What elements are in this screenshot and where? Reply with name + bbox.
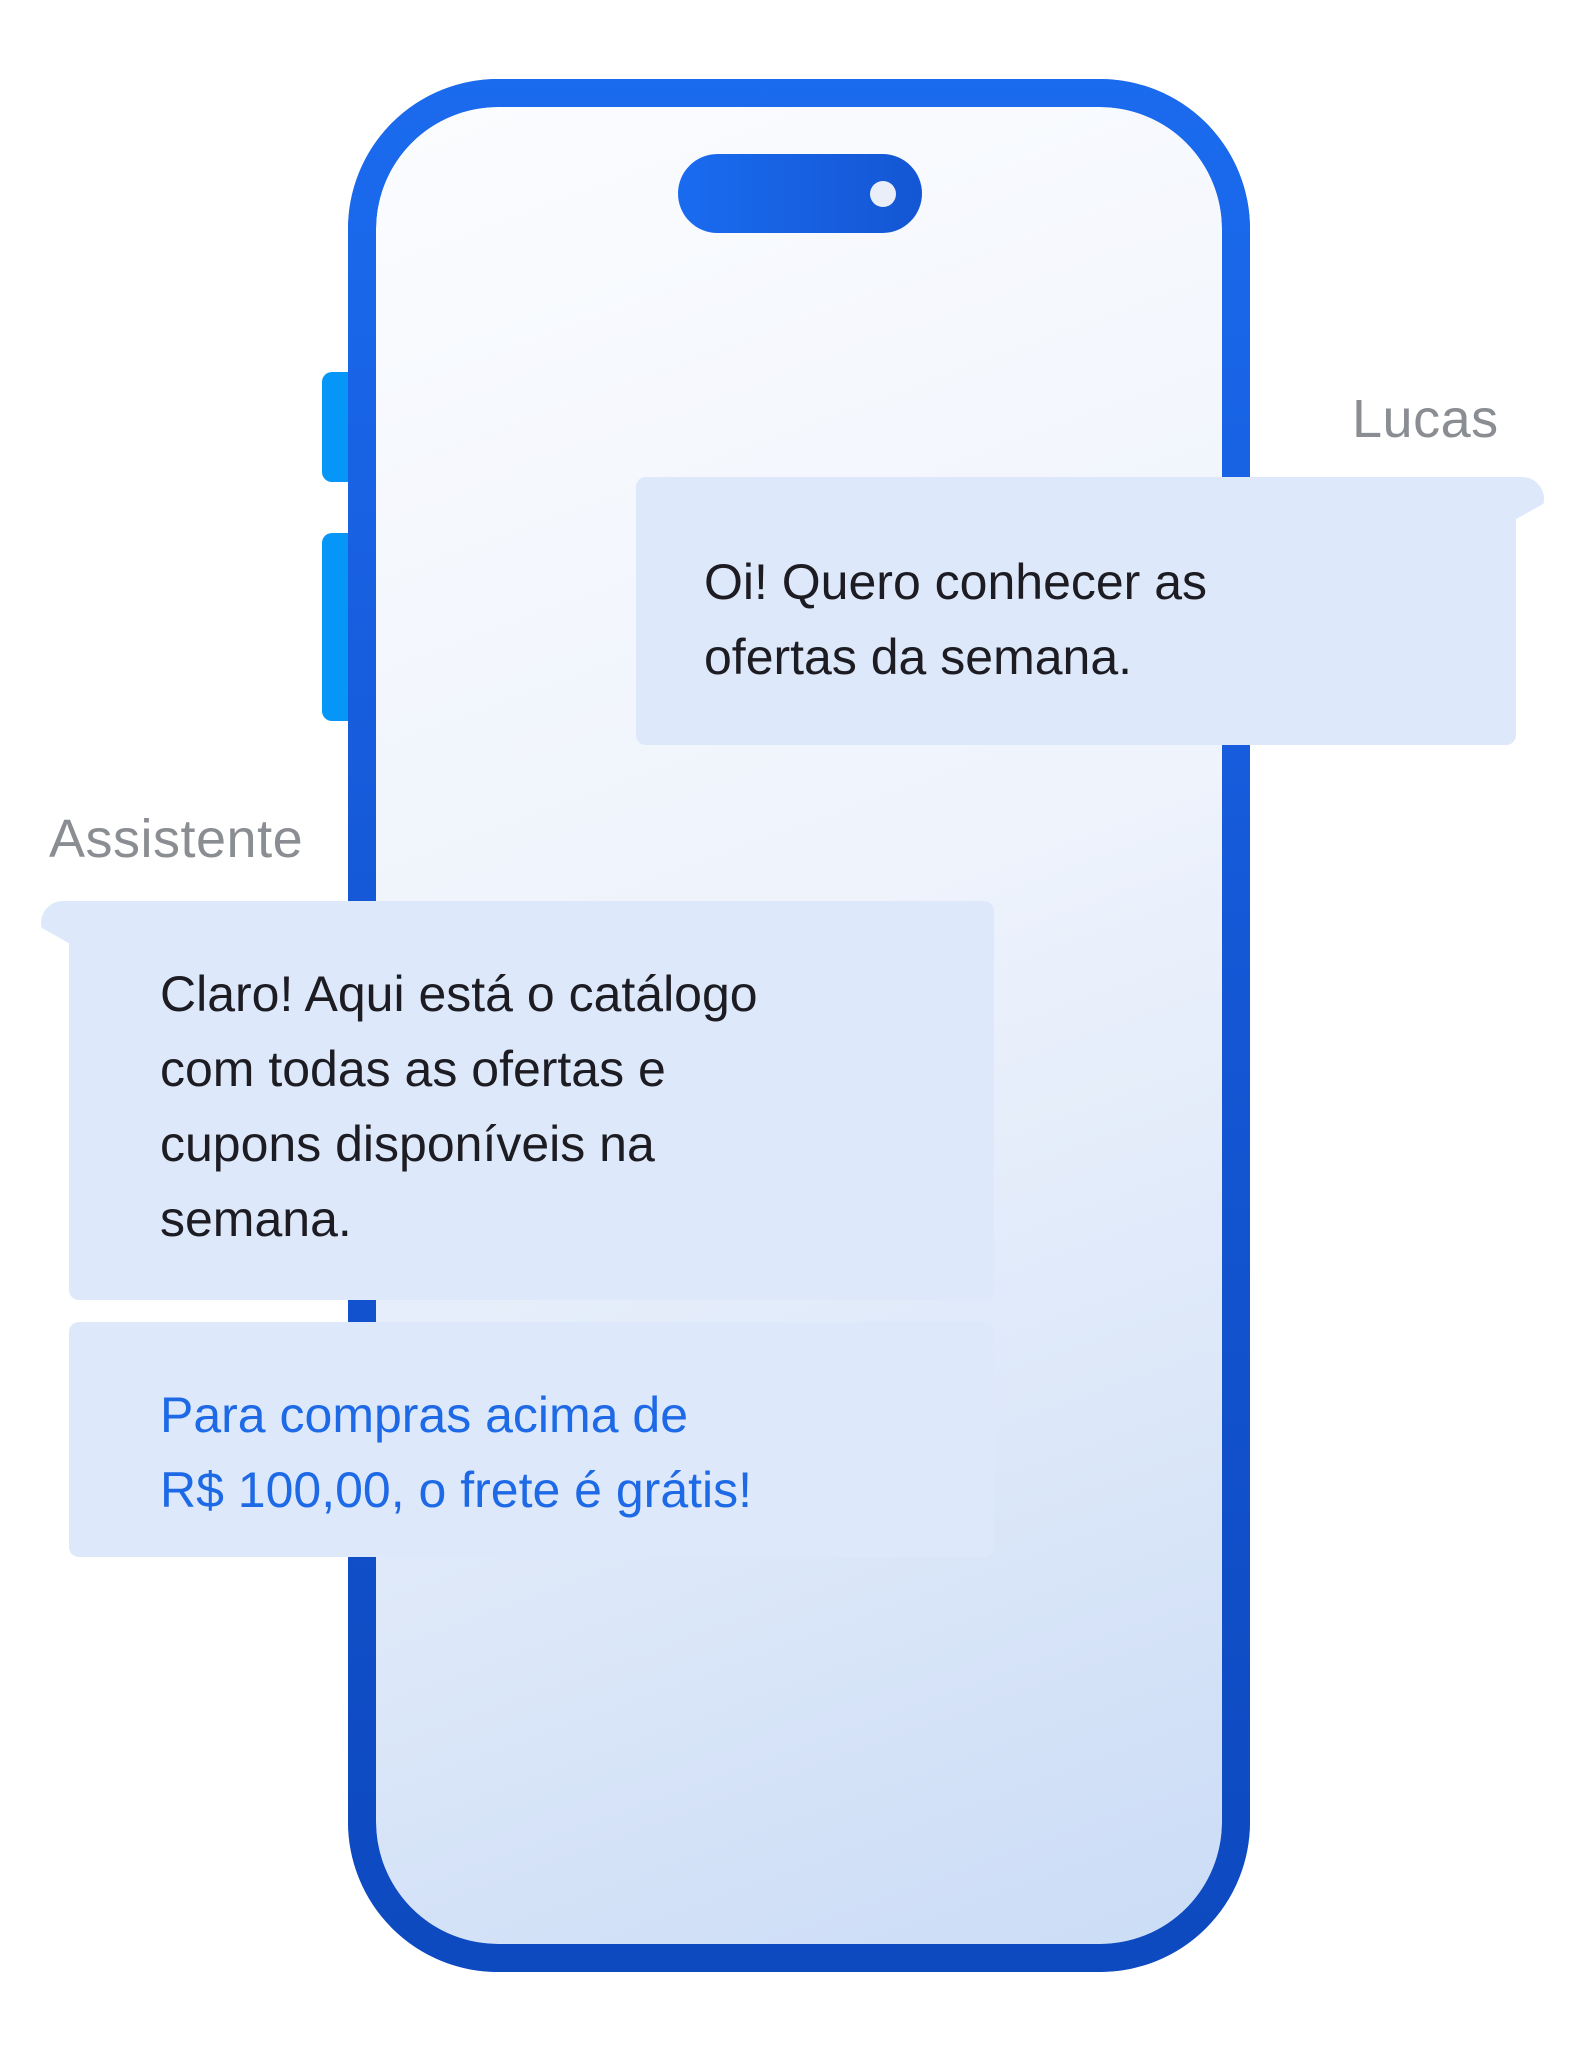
assistant-promo-bubble: Para compras acima de R$ 100,00, o frete…: [69, 1322, 994, 1557]
assistant-promo-text: Para compras acima de R$ 100,00, o frete…: [160, 1387, 753, 1518]
user-sender-label: Lucas: [1352, 389, 1499, 449]
phone-side-button-volume-up: [322, 372, 352, 482]
camera-icon: [870, 181, 896, 207]
dynamic-island: [678, 154, 922, 233]
user-message-bubble: Oi! Quero conhecer as ofertas da semana.: [636, 477, 1516, 745]
assistant-sender-label: Assistente: [49, 809, 304, 869]
phone-side-button-volume-down: [322, 533, 352, 721]
assistant-message-bubble: Claro! Aqui está o catálogo com todas as…: [69, 901, 994, 1300]
user-message-text: Oi! Quero conhecer as ofertas da semana.: [704, 554, 1208, 685]
assistant-message-text: Claro! Aqui está o catálogo com todas as…: [160, 966, 758, 1247]
